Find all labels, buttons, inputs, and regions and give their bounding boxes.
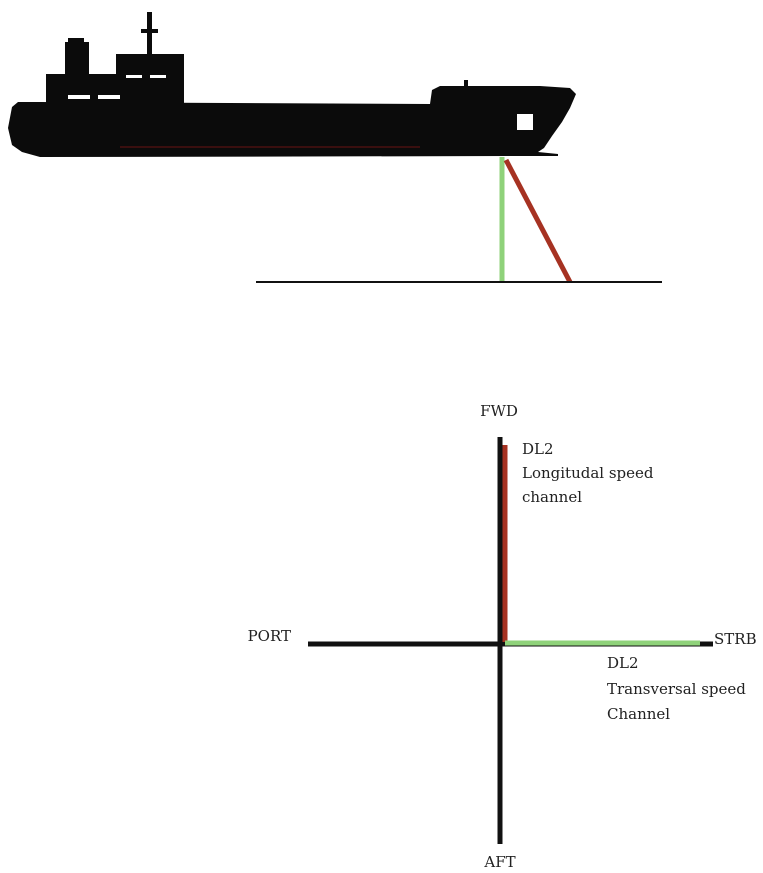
transversal-channel-annotation: DL2 Transversal speed Channel	[607, 654, 746, 723]
longitudinal-line1: DL2	[522, 440, 554, 458]
transversal-line1: DL2	[607, 654, 639, 672]
aft-label: AFT	[483, 853, 515, 871]
longitudinal-channel-annotation: DL2 Longitudal speed channel	[522, 440, 654, 506]
ship-side-view	[8, 12, 576, 157]
longitudinal-beam-side-view	[503, 158, 573, 284]
ship-windows	[68, 75, 533, 130]
hull-boot-top	[120, 146, 420, 148]
strb-label: STRB	[714, 630, 757, 648]
transversal-line2: Transversal speed	[607, 680, 746, 698]
transversal-line3: Channel	[607, 705, 670, 723]
ship-silhouette	[8, 12, 576, 157]
fwd-label: FWD	[480, 402, 518, 420]
port-label: PORT	[248, 627, 291, 645]
longitudinal-line2: Longitudal speed	[522, 464, 654, 482]
longitudinal-line3: channel	[522, 488, 582, 506]
